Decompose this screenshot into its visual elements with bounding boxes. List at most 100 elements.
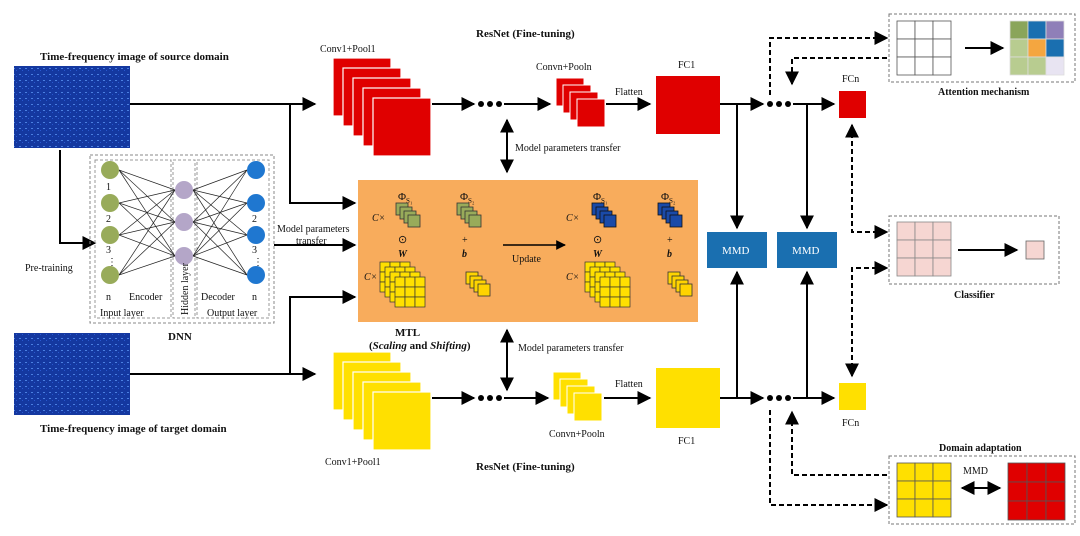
domain-grid-target: [896, 462, 952, 518]
input-nodes: [101, 161, 119, 284]
dots-bottom-2: [767, 395, 791, 401]
w-left: W: [398, 249, 408, 260]
mmd-box-2-label: MMD: [792, 245, 820, 257]
plus-left: +: [462, 235, 468, 246]
output-node-dots: ⋮: [253, 257, 263, 268]
source-spectrogram: [14, 66, 130, 148]
b-stack-right: [667, 271, 693, 297]
conv1-top-stack: [332, 57, 432, 157]
w-small-stack-left: [395, 202, 421, 228]
dnn-connections: [118, 169, 248, 276]
phi-s1-left: ΦS₁: [398, 191, 412, 205]
convn-bottom-stack: [552, 371, 603, 422]
fcn-top: [839, 91, 866, 118]
output-node-3: 3: [252, 245, 257, 256]
hidden-layer-label: Hidden layer: [180, 262, 191, 315]
dots-top-1: [478, 101, 502, 107]
classifier-label: Classifier: [954, 290, 995, 301]
b-right: b: [667, 249, 672, 260]
input-node-1: 1: [106, 182, 111, 193]
resnet-top-label: ResNet (Fine-tuning): [476, 28, 575, 40]
b-small-stack-left: [456, 202, 482, 228]
fcn-top-label: FCn: [842, 74, 859, 85]
convn-top-stack: [555, 77, 606, 128]
fcn-bottom-to-classifier-arrow: [845, 261, 889, 378]
dots-top-2: [767, 101, 791, 107]
target-to-mtl-arrow: [289, 290, 357, 374]
b-left: b: [462, 249, 467, 260]
mmd-box-1: [707, 232, 767, 268]
model-params-transfer-left: Model parameters transfer: [277, 224, 352, 247]
dnn-label: DNN: [168, 331, 192, 343]
mtl-contents: ΦS₁ C× ⊙ W ΦS₂ + b Update ΦS₁ C× ⊙ W ΦS₂: [364, 191, 693, 308]
conv1-top-label: Conv1+Pool1: [320, 44, 376, 55]
fc1-bottom: [656, 368, 720, 428]
classifier-output: [1025, 240, 1045, 260]
mtl-label: MTL: [395, 327, 420, 339]
classifier-grid: [896, 221, 952, 277]
convn-bottom-label: Convn+Pooln: [549, 429, 605, 440]
classifier-box: [888, 215, 1060, 285]
pretraining-label: Pre-training: [25, 263, 73, 274]
da-to-dots-bottom-arrow: [785, 410, 887, 476]
phi-s2-right: ΦS₂: [661, 191, 676, 205]
input-node-n: n: [106, 292, 111, 303]
fc1-top: [656, 76, 720, 134]
model-params-transfer-top: Model parameters transfer: [515, 143, 621, 154]
pretraining-arrow: [59, 150, 97, 250]
attention-box: [888, 13, 1076, 83]
output-node-2: 2: [252, 214, 257, 225]
output-nodes: [247, 161, 265, 284]
fcn-bottom-label: FCn: [842, 418, 859, 429]
input-node-2: 2: [106, 214, 111, 225]
source-title: Time-frequency image of source domain: [40, 51, 229, 63]
b-stack-left: [465, 271, 491, 297]
fc1-top-label: FC1: [678, 60, 695, 71]
target-title: Time-frequency image of target domain: [40, 423, 227, 435]
output-node-n: n: [252, 292, 257, 303]
c-times-3: C×: [566, 213, 579, 224]
target-spectrogram: [14, 333, 130, 415]
odot-left: ⊙: [398, 234, 407, 246]
w-small-stack-right: [591, 202, 617, 228]
c-times-2: C×: [364, 272, 377, 283]
dots-bottom-1: [478, 395, 502, 401]
odot-right: ⊙: [593, 234, 602, 246]
w-grid-stack-left: [379, 261, 426, 308]
b-small-stack-right: [657, 202, 683, 228]
attention-grid-input: [896, 20, 952, 76]
input-node-dots: ⋮: [107, 257, 117, 268]
domain-grid-source: [1007, 462, 1066, 521]
source-to-mtl-arrow: [289, 104, 357, 210]
w-grid-stack-right: [584, 261, 631, 308]
decoder-label: Decoder: [201, 292, 236, 303]
resnet-bottom-label: ResNet (Fine-tuning): [476, 461, 575, 473]
attention-grid-output: [1009, 20, 1065, 76]
phi-s2-left: ΦS₂: [460, 191, 475, 205]
dnn-block: 1 2 3 ⋮ n 2 3 ⋮ n Encoder Decoder Input …: [89, 154, 275, 324]
conv1-bottom-label: Conv1+Pool1: [325, 457, 381, 468]
mtl-subtitle: (Scaling and Shifting): [369, 340, 471, 352]
encoder-label: Encoder: [129, 292, 163, 303]
plus-right: +: [667, 235, 673, 246]
convn-top-label: Convn+Pooln: [536, 62, 592, 73]
update-label: Update: [512, 254, 541, 265]
domain-adaptation-box: [888, 455, 1076, 525]
fc1-bottom-label: FC1: [678, 436, 695, 447]
c-times-1: C×: [372, 213, 385, 224]
domain-adaptation-label: Domain adaptation: [939, 443, 1022, 454]
c-times-4: C×: [566, 272, 579, 283]
dots-bottom-to-da-arrow: [769, 410, 889, 512]
input-node-3: 3: [106, 245, 111, 256]
input-layer-label: Input layer: [100, 308, 144, 319]
hidden-nodes: [175, 181, 193, 265]
fcn-top-to-classifier-arrow: [845, 123, 889, 239]
output-layer-label: Output layer: [207, 308, 258, 319]
model-params-transfer-bottom: Model parameters transfer: [518, 343, 624, 354]
flatten-top-label: Flatten: [615, 87, 643, 98]
domain-mmd-label: MMD: [963, 466, 988, 477]
mmd-box-1-label: MMD: [722, 245, 750, 257]
attention-label: Attention mechanism: [938, 87, 1030, 98]
fcn-bottom: [839, 383, 866, 410]
